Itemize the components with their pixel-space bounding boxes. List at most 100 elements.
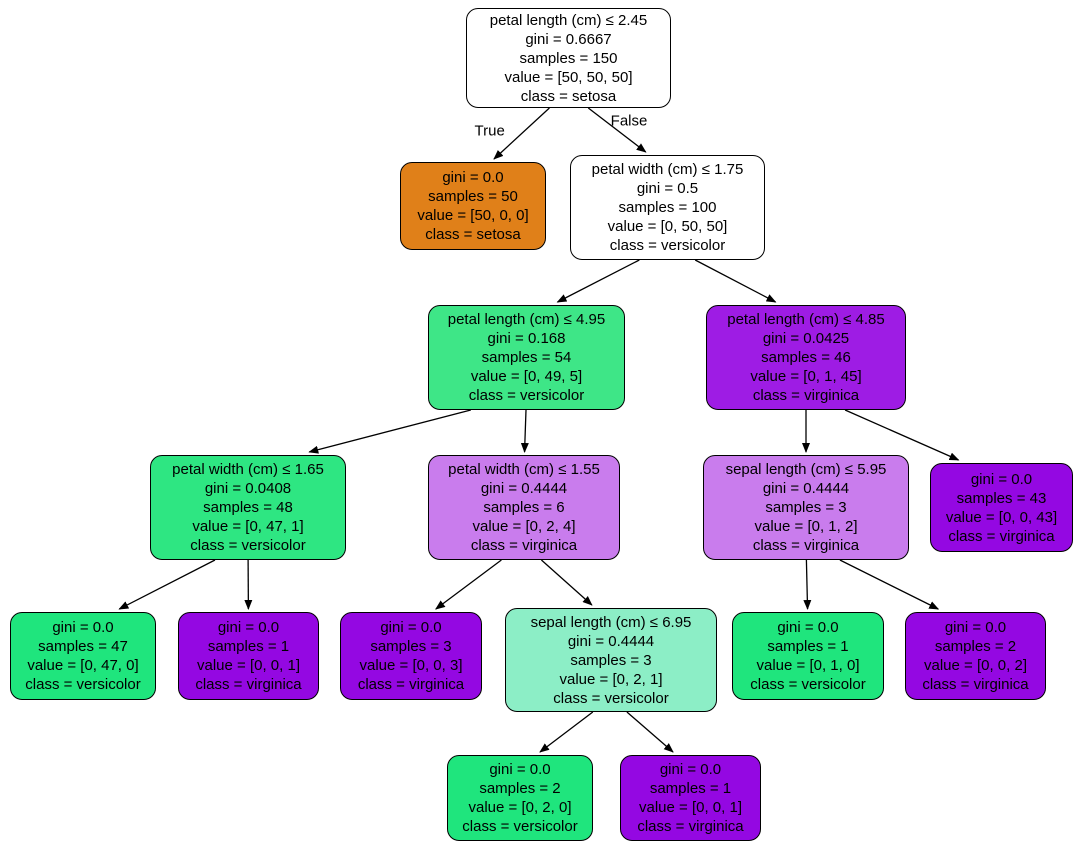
- node-line: gini = 0.4444: [567, 632, 655, 650]
- node-line: class = setosa: [425, 226, 521, 243]
- node-line: gini = 0.0: [659, 761, 722, 778]
- node-line: sepal length (cm) ≤ 5.95: [725, 461, 887, 478]
- node-line: samples = 54: [481, 349, 572, 366]
- node-line: samples = 3: [570, 651, 652, 669]
- node-line: class = virginica: [357, 676, 465, 693]
- node-line: samples = 1: [207, 638, 290, 655]
- tree-edge-n3-n5: [308, 409, 471, 454]
- node-line: gini = 0.4444: [762, 480, 850, 497]
- node-line: class = virginica: [922, 676, 1029, 693]
- edge-label-false: False: [610, 112, 648, 130]
- tree-edge-n7-n14: [839, 559, 940, 610]
- node-line: value = [0, 49, 5]: [470, 368, 583, 385]
- tree-edge-n4-n8: [844, 409, 960, 461]
- node-line: value = [0, 0, 1]: [639, 799, 742, 816]
- node-line: value = [0, 0, 3]: [359, 657, 463, 674]
- node-line: samples = 2: [479, 780, 561, 797]
- node-line: gini = 0.5: [636, 180, 699, 197]
- tree-edge-n12-n15: [539, 711, 594, 753]
- node-line: samples = 46: [761, 349, 851, 366]
- node-line: gini = 0.0408: [204, 480, 292, 497]
- tree-edge-n5-n9: [118, 559, 216, 610]
- node-line: value = [0, 1, 2]: [754, 518, 858, 535]
- node-line: samples = 43: [956, 489, 1047, 507]
- node-line: class = versicolor: [468, 387, 585, 404]
- node-line: samples = 50: [428, 188, 518, 205]
- tree-edge-n2-n4: [694, 259, 777, 303]
- tree-node-n1: gini = 0.0 samples = 50 value = [50, 0, 0]…: [400, 162, 546, 250]
- node-line: sepal length (cm) ≤ 6.95: [530, 613, 692, 631]
- node-line: class = virginica: [470, 537, 578, 554]
- node-line: class = versicolor: [462, 818, 578, 835]
- node-line: value = [50, 0, 0]: [417, 207, 529, 224]
- node-line: gini = 0.0: [944, 619, 1007, 636]
- node-line: petal width (cm) ≤ 1.75: [591, 161, 744, 178]
- node-line: samples = 150: [519, 49, 618, 67]
- node-line: samples = 2: [934, 638, 1017, 655]
- tree-edge-n0-n2: [587, 107, 647, 153]
- node-line: gini = 0.4444: [480, 480, 568, 497]
- tree-edge-n3-n6: [520, 409, 529, 453]
- tree-node-n16: gini = 0.0 samples = 1 value = [0, 0, 1] cl…: [620, 755, 761, 841]
- tree-edge-n6-n12: [540, 559, 593, 606]
- node-line: class = virginica: [637, 818, 744, 835]
- node-line: gini = 0.0: [380, 619, 442, 636]
- tree-node-n13: gini = 0.0 samples = 1 value = [0, 1, 0] cl…: [732, 612, 884, 700]
- node-line: value = [0, 2, 4]: [472, 518, 576, 535]
- node-line: value = [0, 50, 50]: [607, 218, 728, 235]
- node-line: gini = 0.0: [52, 619, 114, 636]
- node-line: class = virginica: [948, 527, 1055, 545]
- node-line: class = versicolor: [750, 676, 866, 693]
- node-line: class = versicolor: [609, 237, 726, 254]
- node-line: value = [0, 47, 1]: [192, 518, 304, 535]
- node-line: petal width (cm) ≤ 1.55: [448, 461, 600, 478]
- node-line: gini = 0.0: [489, 761, 551, 778]
- node-line: class = versicolor: [190, 537, 306, 554]
- node-line: gini = 0.0: [442, 169, 504, 186]
- node-line: samples = 3: [370, 638, 452, 655]
- node-line: samples = 1: [649, 780, 732, 797]
- node-line: class = setosa: [520, 87, 617, 105]
- node-line: value = [0, 0, 2]: [924, 657, 1027, 674]
- node-line: samples = 47: [38, 638, 128, 655]
- node-line: samples = 48: [203, 499, 293, 516]
- tree-node-n15: gini = 0.0 samples = 2 value = [0, 2, 0] cl…: [447, 755, 593, 841]
- node-line: petal length (cm) ≤ 4.85: [727, 311, 885, 328]
- node-line: gini = 0.168: [487, 330, 566, 347]
- tree-node-n2: petal width (cm) ≤ 1.75 gini = 0.5 samples…: [570, 155, 765, 260]
- node-line: value = [50, 50, 50]: [504, 68, 633, 86]
- node-line: value = [0, 0, 1]: [197, 657, 300, 674]
- node-line: class = virginica: [752, 387, 860, 404]
- tree-node-n10: gini = 0.0 samples = 1 value = [0, 0, 1] cl…: [178, 612, 319, 700]
- node-line: class = virginica: [752, 537, 860, 554]
- node-line: samples = 1: [767, 638, 849, 655]
- node-line: gini = 0.0: [217, 619, 280, 636]
- tree-node-n7: sepal length (cm) ≤ 5.95 gini = 0.4444 sam…: [703, 455, 909, 560]
- node-line: value = [0, 2, 0]: [468, 799, 572, 816]
- node-line: petal width (cm) ≤ 1.65: [172, 461, 324, 478]
- node-line: samples = 3: [765, 499, 847, 516]
- tree-node-n5: petal width (cm) ≤ 1.65 gini = 0.0408 samp…: [150, 455, 346, 560]
- node-line: class = versicolor: [25, 676, 141, 693]
- node-line: value = [0, 1, 45]: [750, 368, 862, 385]
- node-line: value = [0, 0, 43]: [945, 508, 1058, 526]
- tree-edge-n6-n11: [435, 559, 502, 610]
- node-line: samples = 100: [618, 199, 717, 216]
- edge-label-true: True: [474, 122, 505, 139]
- node-line: class = versicolor: [553, 689, 669, 707]
- node-line: value = [0, 1, 0]: [756, 657, 860, 674]
- node-line: gini = 0.0: [777, 619, 839, 636]
- node-line: gini = 0.6667: [525, 30, 612, 48]
- node-line: gini = 0.0: [970, 470, 1033, 488]
- tree-edge-n0-n1: [493, 107, 550, 160]
- node-line: petal length (cm) ≤ 2.45: [489, 11, 648, 29]
- node-line: class = virginica: [195, 676, 302, 693]
